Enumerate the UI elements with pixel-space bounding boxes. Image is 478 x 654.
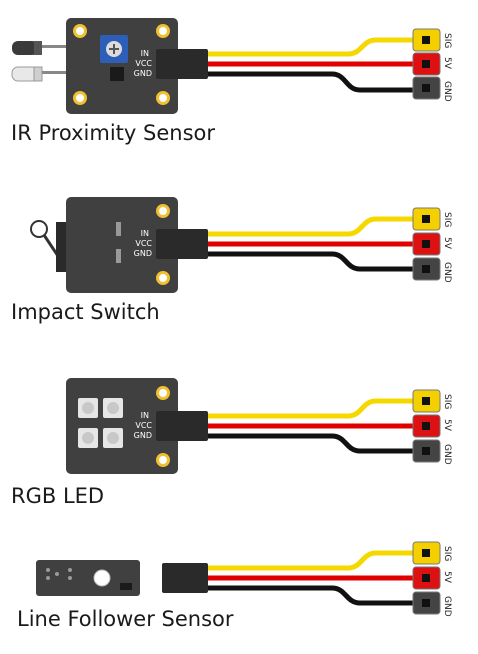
dupont-connectors — [412, 541, 441, 615]
connector-label: GND — [442, 81, 452, 102]
led-array-icon — [78, 398, 123, 448]
board-pin-label: IN — [141, 49, 149, 58]
board-pin-label: GND — [134, 249, 152, 258]
module-caption-impact-switch: Impact Switch — [11, 300, 160, 324]
chip — [120, 583, 132, 590]
board-pin-label: V — [153, 584, 162, 590]
resistor — [116, 249, 121, 263]
board — [36, 560, 140, 596]
mounting-holes — [73, 24, 170, 105]
connector-label: GND — [442, 596, 452, 617]
connector-label: 5V — [442, 237, 452, 250]
board-pin-label: IN — [141, 411, 149, 420]
connector-label: 5V — [442, 419, 452, 432]
ir-led-pair-icon — [11, 41, 70, 82]
board — [66, 18, 178, 114]
module-caption-rgb-led: RGB LED — [11, 484, 105, 508]
sensor-pads — [46, 568, 72, 580]
board-pin-label: GND — [134, 69, 152, 78]
pin-header — [156, 49, 208, 79]
wires — [208, 550, 415, 606]
board — [66, 197, 178, 293]
connector-label: SIG — [442, 546, 452, 561]
dupont-connectors — [412, 207, 441, 281]
wires — [208, 398, 415, 454]
connector-label: SIG — [442, 212, 452, 227]
ir-proximity-module: IN VCC GND SIG 5V GND — [11, 18, 452, 114]
board-pin-label: VCC — [135, 421, 152, 430]
rgb-led-module: IN VCC GND SIG 5V GND — [66, 378, 452, 474]
module-caption-ir-proximity: IR Proximity Sensor — [11, 121, 216, 145]
connector-label: SIG — [442, 394, 452, 409]
connector-label: 5V — [442, 57, 452, 70]
connector-label: GND — [442, 444, 452, 465]
line-follower-module: G V S SIG 5V GND — [36, 541, 452, 617]
connector-label: GND — [442, 262, 452, 283]
dupont-connectors — [412, 28, 441, 100]
board-pin-label: GND — [134, 431, 152, 440]
mounting-holes — [156, 386, 170, 467]
dupont-connectors — [412, 389, 441, 463]
ir-sensor-icon — [93, 569, 111, 587]
board-pin-label: IN — [141, 229, 149, 238]
mounting-holes — [156, 204, 170, 285]
connector-label: 5V — [442, 571, 452, 584]
connector-label: SIG — [442, 33, 452, 48]
board-pin-label: VCC — [135, 239, 152, 248]
potentiometer-icon — [100, 35, 128, 63]
impact-switch-module: IN VCC GND SIG 5V GND — [30, 197, 452, 293]
chip — [110, 67, 124, 81]
board-pin-label: G — [144, 584, 153, 590]
resistor — [116, 222, 121, 236]
pin-header — [156, 229, 208, 259]
module-caption-line-follower: Line Follower Sensor — [17, 607, 234, 631]
wires — [208, 37, 415, 93]
wires — [208, 216, 415, 272]
board-pin-label: VCC — [135, 59, 152, 68]
pin-header — [162, 563, 208, 593]
pin-header — [156, 411, 208, 441]
